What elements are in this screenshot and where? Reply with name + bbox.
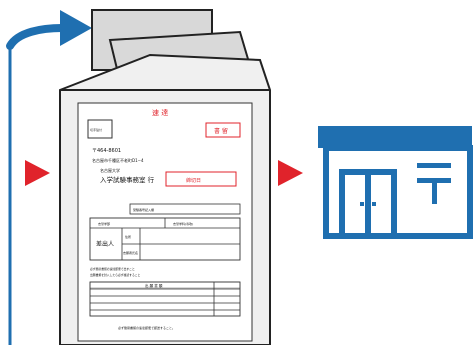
curved-arrow-icon	[6, 10, 92, 345]
faculty-label: 志望学部	[98, 221, 110, 226]
footer-text: 必ず簡易書留の速達郵便で郵送すること。	[118, 325, 175, 330]
note-1: 必ず簡易書留の速達郵便で出すこと	[90, 267, 135, 271]
play-triangle-icon	[278, 160, 303, 186]
play-triangle-icon	[25, 160, 50, 186]
sender-label: 差出人	[96, 240, 114, 248]
registered-text: 書 留	[214, 127, 228, 135]
deadline-box	[165, 171, 237, 187]
address-label: 住所	[125, 234, 131, 239]
exam-number-field	[129, 203, 241, 215]
documents-title: 出 願 書 類	[145, 283, 163, 288]
exam-number-label: 受験番号記入欄	[133, 207, 154, 212]
registered-box	[205, 122, 241, 138]
deadline-text: 締切日	[186, 177, 201, 184]
application-form: 速 達 切手貼付 書 留 〒464-8601 名古屋市千種区不老町D1−4 名古…	[77, 102, 253, 342]
post-office-icon	[318, 126, 473, 239]
stamp-text: 切手貼付	[90, 127, 102, 132]
sender-table	[89, 217, 241, 261]
japan-postal-mark-icon	[417, 163, 451, 204]
note-2: 出願書類を封入したら必ず確認すること	[90, 273, 141, 277]
department-label: 志望学科(専攻)	[173, 221, 193, 226]
documents-table	[89, 281, 241, 317]
university: 名古屋大学	[100, 167, 120, 173]
address: 名古屋市千種区不老町D1−4	[92, 157, 144, 163]
top-red-text: 速 達	[152, 108, 168, 117]
name-label: 志願者氏名	[123, 250, 138, 255]
stamp-box	[87, 119, 113, 139]
postal-code: 〒464-8601	[92, 148, 121, 154]
department: 入学試験事務室 行	[100, 175, 155, 184]
